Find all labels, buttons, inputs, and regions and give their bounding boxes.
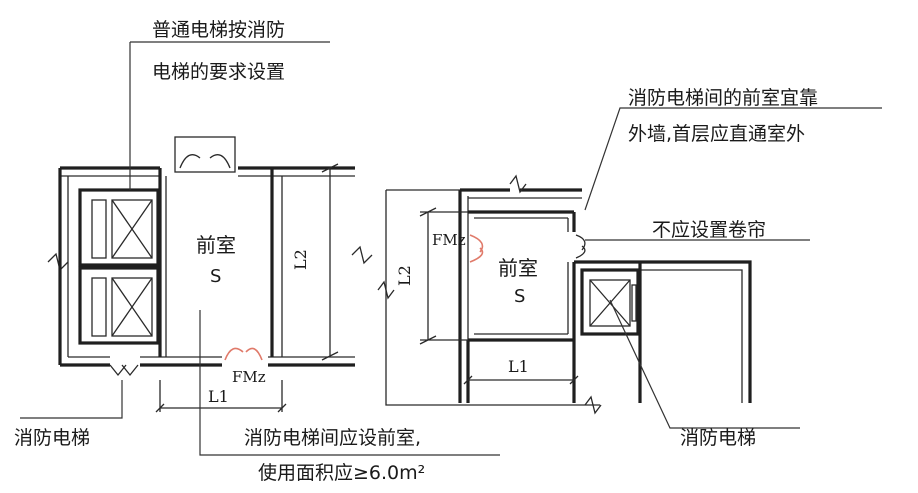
no-shutter-label: 不应设置卷帘 bbox=[652, 219, 766, 241]
right-door-label: FMz bbox=[432, 231, 466, 249]
right-floor-plan bbox=[377, 107, 882, 429]
left-elevator-label: 消防电梯 bbox=[14, 427, 90, 449]
left-door-label: FMz bbox=[232, 368, 266, 386]
right-break-mark bbox=[351, 245, 373, 265]
left-floor-plan bbox=[20, 41, 500, 456]
elevator-shaft-lower bbox=[78, 266, 160, 345]
right-elevator-label: 消防电梯 bbox=[680, 427, 756, 449]
leader-right-elevator bbox=[609, 299, 800, 429]
left-room-symbol: S bbox=[210, 266, 221, 287]
note-left-line2: 电梯的要求设置 bbox=[152, 61, 285, 83]
right-elevator-shaft bbox=[580, 268, 640, 336]
leader-bottom-center bbox=[199, 310, 500, 456]
right-L1-label: L1 bbox=[508, 357, 529, 376]
right-fire-door bbox=[469, 234, 484, 263]
elevator-shaft-upper bbox=[78, 188, 160, 267]
right-L1-dimension bbox=[463, 375, 579, 385]
note-bottom-line1: 消防电梯间应设前室, bbox=[244, 427, 421, 449]
leader-bottom-left bbox=[20, 380, 123, 419]
note-right-line1: 消防电梯间的前室宜靠 bbox=[628, 87, 818, 109]
note-right-line2: 外墙,首层应直通室外 bbox=[628, 123, 805, 145]
left-L2-dimension bbox=[321, 163, 339, 361]
left-L2-label: L2 bbox=[291, 249, 310, 270]
right-L2-label: L2 bbox=[395, 265, 414, 286]
left-break-mark bbox=[47, 252, 69, 272]
top-double-door bbox=[179, 154, 231, 169]
left-fire-door bbox=[224, 347, 263, 361]
note-bottom-line2: 使用面积应≥6.0m² bbox=[258, 462, 425, 484]
right-room-symbol: S bbox=[514, 286, 525, 307]
right-L2-dimension bbox=[419, 207, 468, 345]
left-L1-label: L1 bbox=[208, 387, 229, 406]
leader-top-left bbox=[129, 41, 330, 190]
note-left-line1: 普通电梯按消防 bbox=[152, 19, 285, 41]
exterior-door bbox=[575, 234, 586, 259]
right-room-name: 前室 bbox=[498, 256, 538, 280]
left-room-name: 前室 bbox=[196, 233, 236, 257]
leader-right-top bbox=[584, 107, 882, 211]
